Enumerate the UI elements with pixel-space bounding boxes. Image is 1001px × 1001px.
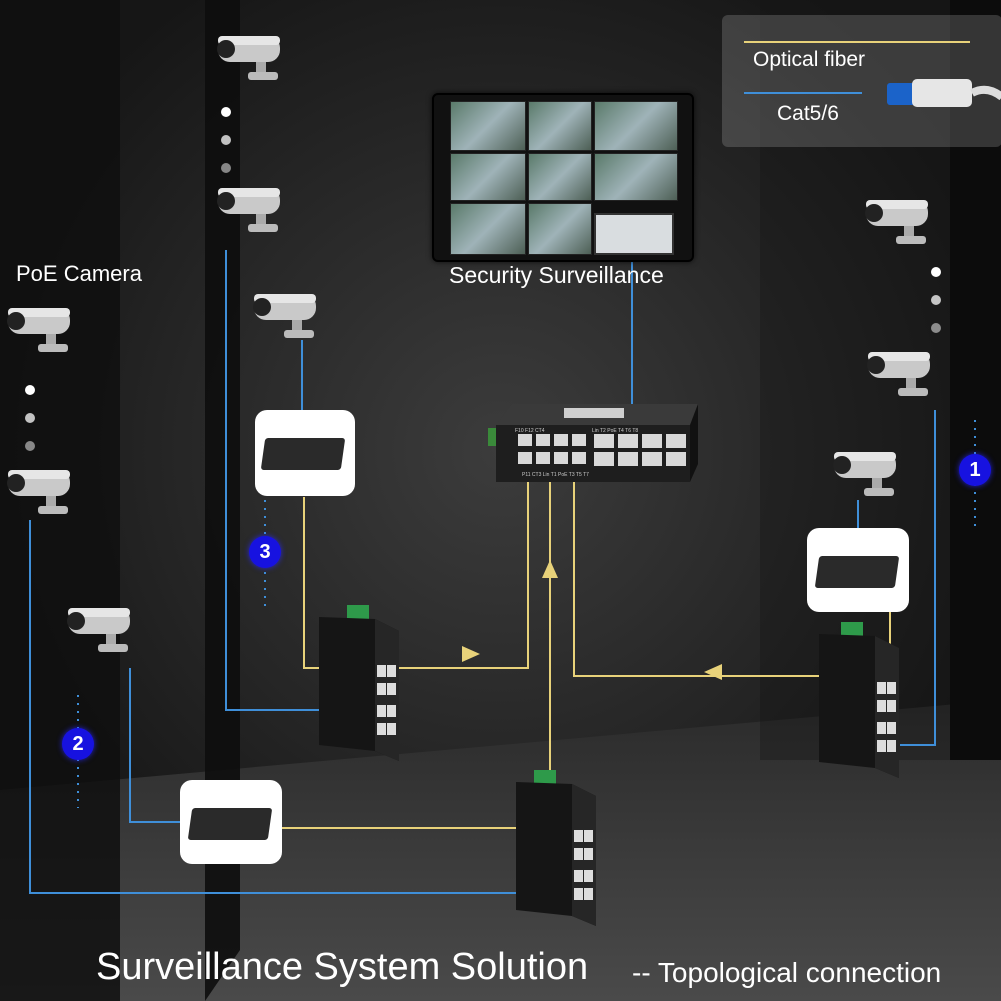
arrow-left (704, 664, 722, 680)
din-switch-bottom (516, 770, 596, 926)
cat-line-cam-2 (129, 668, 182, 823)
surveillance-label: Security Surveillance (449, 262, 664, 288)
media-converter-2 (180, 780, 282, 864)
legend-lines (744, 41, 1001, 107)
cat-line-cam-left-bottom (29, 520, 560, 894)
switch-port-labels-bottom: P11 CT3 Lin T1 PoE T3 T5 T7 (522, 472, 589, 478)
badge-1: 1 (959, 454, 991, 486)
legend-fiber-label: Optical fiber (753, 48, 866, 71)
fiber-line-3 (573, 478, 891, 677)
page-subtitle: -- Topological connection (632, 957, 942, 988)
switch-port-labels-sfp: F10 F12 CT4 (515, 428, 545, 434)
surveillance-monitor (432, 93, 694, 262)
rj45-cable-icon (887, 77, 1001, 111)
workstation-screen (594, 213, 674, 255)
media-converter-1 (807, 528, 909, 612)
arrow-up (542, 560, 558, 578)
page-title: Surveillance System Solution (96, 946, 589, 988)
media-converter-3 (255, 410, 355, 496)
din-switch-left (319, 605, 399, 761)
din-switch-right (819, 622, 899, 778)
badge-2: 2 (62, 728, 94, 760)
cat-line-cam-1 (900, 410, 936, 746)
legend-cat-label: Cat5/6 (777, 102, 839, 125)
poe-camera-label: PoE Camera (16, 261, 142, 286)
legend-panel: Optical fiber Cat5/6 (722, 15, 1001, 147)
central-switch (488, 404, 698, 482)
switch-port-labels-top: Lin T2 PoE T4 T6 T8 (592, 428, 639, 434)
arrow-right (462, 646, 480, 662)
fiber-line-1 (303, 478, 529, 669)
badge-3: 3 (249, 536, 281, 568)
